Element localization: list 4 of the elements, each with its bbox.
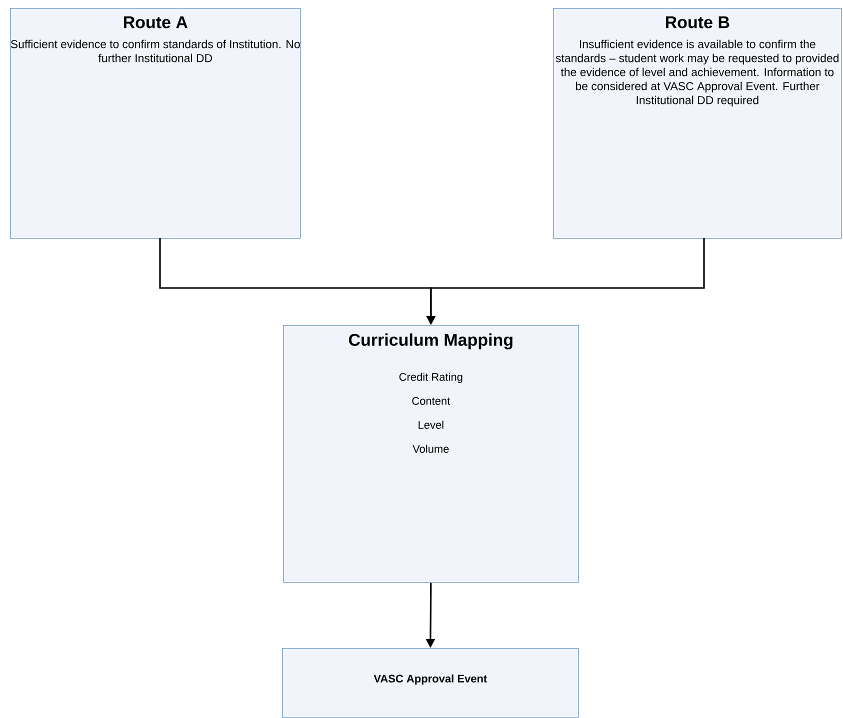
process-box: Curriculum Mapping Credit Rating Content Level Volume <box>283 325 579 583</box>
process-box: VASC Approval Event <box>282 648 579 718</box>
process-box: Route A Sufficient evidence to confirm standards of Institution. No further Institutional DD <box>10 8 301 239</box>
process-box: Route B Insufficient evidence is available to confirm the standards – student work may be requested to provided the evidence of level and achievement. Information to be considered at VASC Approval Event. Further Institutional DD required <box>553 8 842 239</box>
